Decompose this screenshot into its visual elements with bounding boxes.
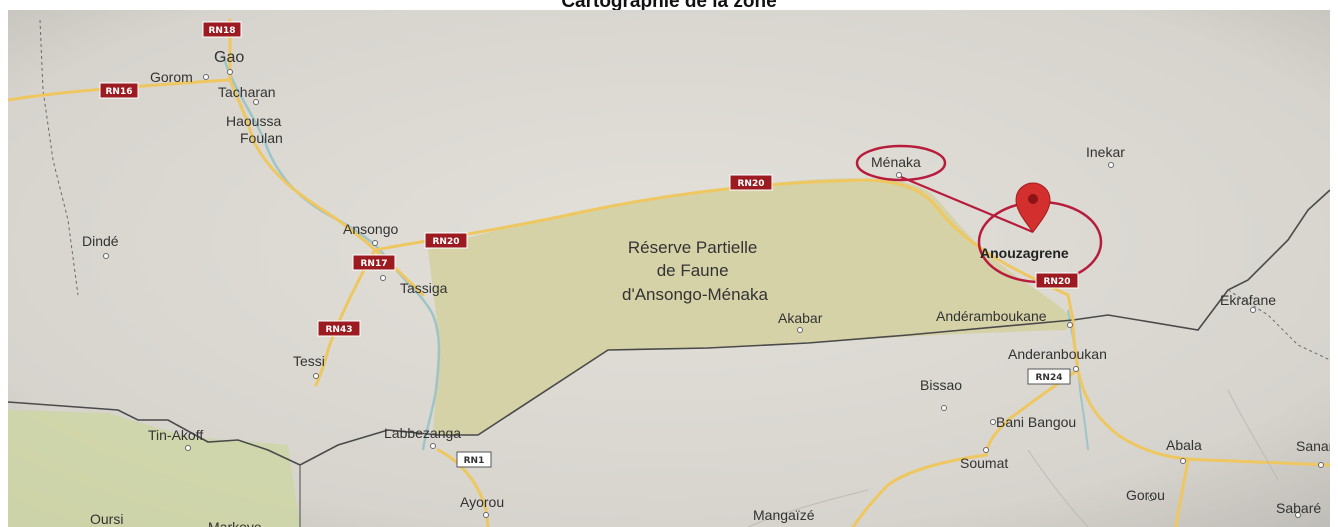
road-badge-rn20-ansongo: RN20 xyxy=(424,232,468,249)
svg-text:RN18: RN18 xyxy=(209,26,236,36)
place-akabar: Akabar xyxy=(778,310,823,326)
tracks xyxy=(747,389,1279,527)
place-ekrafane: Ekrafane xyxy=(1220,292,1276,308)
border-dashed-ne xyxy=(1227,289,1330,361)
place-sanam: Sanam xyxy=(1296,438,1330,454)
reserve-area xyxy=(428,178,1073,435)
route-highlight-line xyxy=(900,175,1034,234)
road-badge-rn16: RN16 xyxy=(99,82,139,99)
place-markoye: Markoye xyxy=(208,519,262,527)
place-sabare: Sabaré xyxy=(1276,500,1321,516)
place-gorou: Gorou xyxy=(1126,487,1165,503)
svg-text:RN24: RN24 xyxy=(1036,373,1063,383)
road-badge-rn20-reserve: RN20 xyxy=(729,174,773,191)
road-network xyxy=(8,18,1330,527)
town-dots xyxy=(103,69,1324,518)
place-gao: Gao xyxy=(214,49,244,66)
place-oursi: Oursi xyxy=(90,511,123,527)
road-badge-rn20-east: RN20 xyxy=(1035,272,1079,289)
place-ansongo: Ansongo xyxy=(343,221,398,237)
road-badge-rn18: RN18 xyxy=(202,21,242,38)
svg-text:RN16: RN16 xyxy=(106,87,133,97)
river-east xyxy=(1067,309,1089,451)
place-abala: Abala xyxy=(1166,437,1202,453)
place-foulan: Foulan xyxy=(240,130,283,146)
place-labbezanga: Labbezanga xyxy=(384,425,461,441)
svg-text:RN20: RN20 xyxy=(433,237,460,247)
map-pin-icon[interactable] xyxy=(1015,182,1051,233)
road-badge-rn17: RN17 xyxy=(352,254,396,271)
place-gorom: Gorom xyxy=(150,69,193,85)
map-title: Cartographie de la zone xyxy=(561,0,777,12)
map-canvas[interactable]: Réserve Partielle de Faune d'Ansongo-Mén… xyxy=(8,10,1330,527)
reserve-label: Réserve Partielle de Faune d'Ansongo-Mén… xyxy=(622,238,768,304)
place-ayorou: Ayorou xyxy=(460,494,504,510)
menaka-highlight xyxy=(855,144,947,182)
road-badge-rn43: RN43 xyxy=(317,320,361,337)
niger-river xyxy=(221,54,441,451)
svg-text:RN17: RN17 xyxy=(361,259,388,269)
svg-text:RN20: RN20 xyxy=(738,179,765,189)
place-tin-akoff: Tin-Akoff xyxy=(148,427,203,443)
green-zone xyxy=(8,410,300,527)
border-line xyxy=(8,189,1330,466)
place-bissao: Bissao xyxy=(920,377,962,393)
place-haoussa: Haoussa xyxy=(226,113,281,129)
place-soumat: Soumat xyxy=(960,455,1008,471)
place-anderanboukan: Anderanboukan xyxy=(1008,346,1107,362)
road-badge-rn24: RN24 xyxy=(1027,368,1071,385)
place-menaka: Ménaka xyxy=(871,154,921,170)
place-anderamboukane: Andéramboukane xyxy=(936,308,1047,324)
place-bani-bangou: Bani Bangou xyxy=(996,414,1076,430)
svg-text:RN1: RN1 xyxy=(464,456,485,466)
place-inekar: Inekar xyxy=(1086,144,1125,160)
place-tacharan: Tacharan xyxy=(218,84,276,100)
place-anouzagrene: Anouzagrene xyxy=(980,245,1069,261)
place-dinde: Dindé xyxy=(82,233,119,249)
place-tassiga: Tassiga xyxy=(400,280,448,296)
place-mangaize: Mangaïzé xyxy=(753,507,815,523)
svg-text:RN43: RN43 xyxy=(326,325,353,335)
place-tessi: Tessi xyxy=(293,353,325,369)
svg-text:RN20: RN20 xyxy=(1044,277,1071,287)
border-dashed-west xyxy=(39,19,79,296)
road-badge-rn1: RN1 xyxy=(456,451,492,468)
